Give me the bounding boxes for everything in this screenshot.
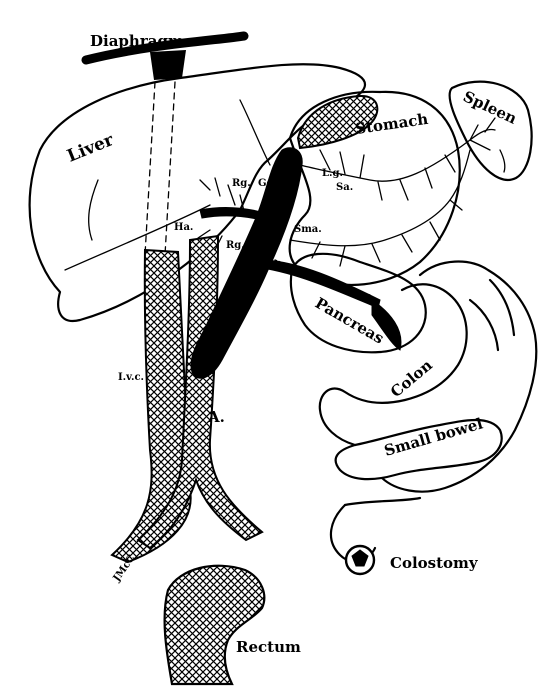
rectum <box>165 566 265 684</box>
label-aorta: A. <box>207 408 225 426</box>
label-sma: Sma. <box>294 224 322 235</box>
label-splenic-artery: Sa. <box>336 182 353 193</box>
pancreas <box>291 254 426 352</box>
spleen <box>450 82 532 180</box>
label-liver: Liver <box>64 130 117 167</box>
label-rectum: Rectum <box>236 638 301 656</box>
label-spleen: Spleen <box>460 87 519 127</box>
label-hepatic-artery: Ha. <box>174 222 193 233</box>
label-rg-upper: Rg. <box>232 178 251 189</box>
artist-signature: JMcC <box>111 553 138 585</box>
label-rg-lower: Rg. <box>226 240 245 251</box>
label-colon: Colon <box>387 356 436 401</box>
colostomy <box>346 546 374 574</box>
label-colostomy: Colostomy <box>390 554 479 572</box>
label-diaphragm: Diaphragm <box>90 32 184 50</box>
label-left-gastric: L.g. <box>322 168 343 179</box>
label-ivc: I.v.c. <box>118 372 144 383</box>
label-small-bowel: Small bowel <box>382 414 485 459</box>
label-gd: Gd <box>258 178 274 189</box>
